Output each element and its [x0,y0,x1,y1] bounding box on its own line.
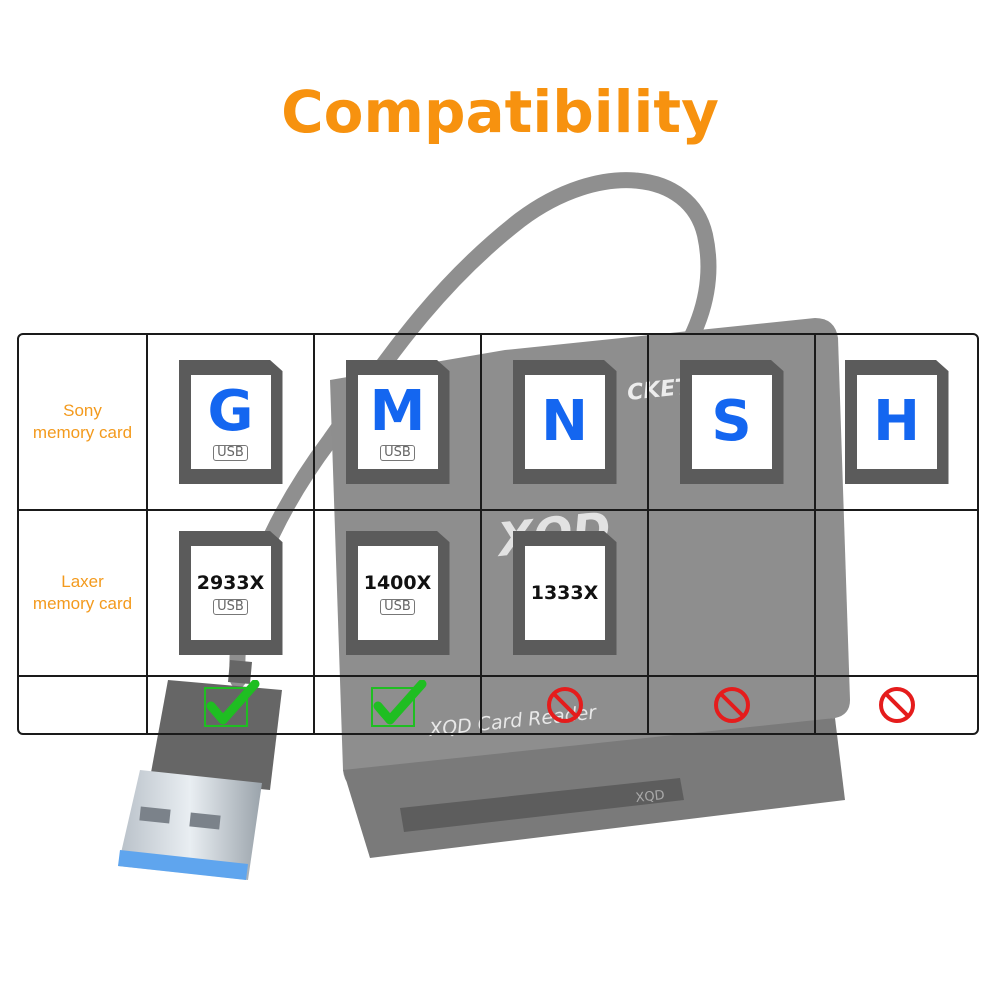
check-icon [370,680,426,727]
card-model: 2933X [196,572,265,594]
card-letter: M [369,379,426,444]
row-label-line: memory card [32,423,133,442]
laxer-1333x-card: 1333X [512,531,617,655]
laxer-1400x-card: 1400X USB [345,531,450,655]
card-cell: 1400X USB [315,511,482,677]
usb-badge: USB [213,599,248,615]
card-cell: 1333X [482,511,649,677]
card-cell: G USB [148,335,315,511]
usb-badge: USB [380,599,415,615]
row-label-laxer: Laxer memory card [19,511,148,677]
empty-cell [649,511,816,677]
card-model: 1333X [530,582,599,604]
card-cell: S [649,335,816,511]
card-letter: H [873,389,920,454]
usb-badge: USB [213,445,248,461]
card-cell: N [482,335,649,511]
empty-cell [19,677,148,733]
usb-badge: USB [380,445,415,461]
card-letter: G [207,379,254,444]
card-cell: M USB [315,335,482,511]
page-title: Compatibility [281,78,719,146]
reader-slot-text: XQD [635,788,666,806]
row-label-sony: Sony memory card [19,335,148,511]
compatibility-table: Sony memory card G USB M USB N S H Laxer [17,333,979,735]
no-icon [878,687,915,723]
card-cell: 2933X USB [148,511,315,677]
card-model: 1400X [363,572,432,594]
no-icon [713,687,750,723]
support-cell [315,677,482,733]
card-letter: N [541,389,588,454]
support-cell [816,677,977,733]
sony-h-card: H [844,360,949,484]
laxer-2933x-card: 2933X USB [178,531,283,655]
empty-cell [816,511,977,677]
support-cell [649,677,816,733]
check-icon [203,680,259,727]
row-label-line: Sony [63,401,102,420]
row-label-line: Laxer [61,572,104,591]
no-icon [546,687,583,723]
usb-cable [229,172,717,688]
support-cell [482,677,649,733]
sony-n-card: N [512,360,617,484]
row-label-line: memory card [32,594,133,613]
support-cell [148,677,315,733]
sony-m-card: M USB [345,360,450,484]
sony-s-card: S [679,360,784,484]
card-cell: H [816,335,977,511]
sony-g-card: G USB [178,360,283,484]
usb-plug [118,660,282,880]
card-letter: S [711,389,752,454]
